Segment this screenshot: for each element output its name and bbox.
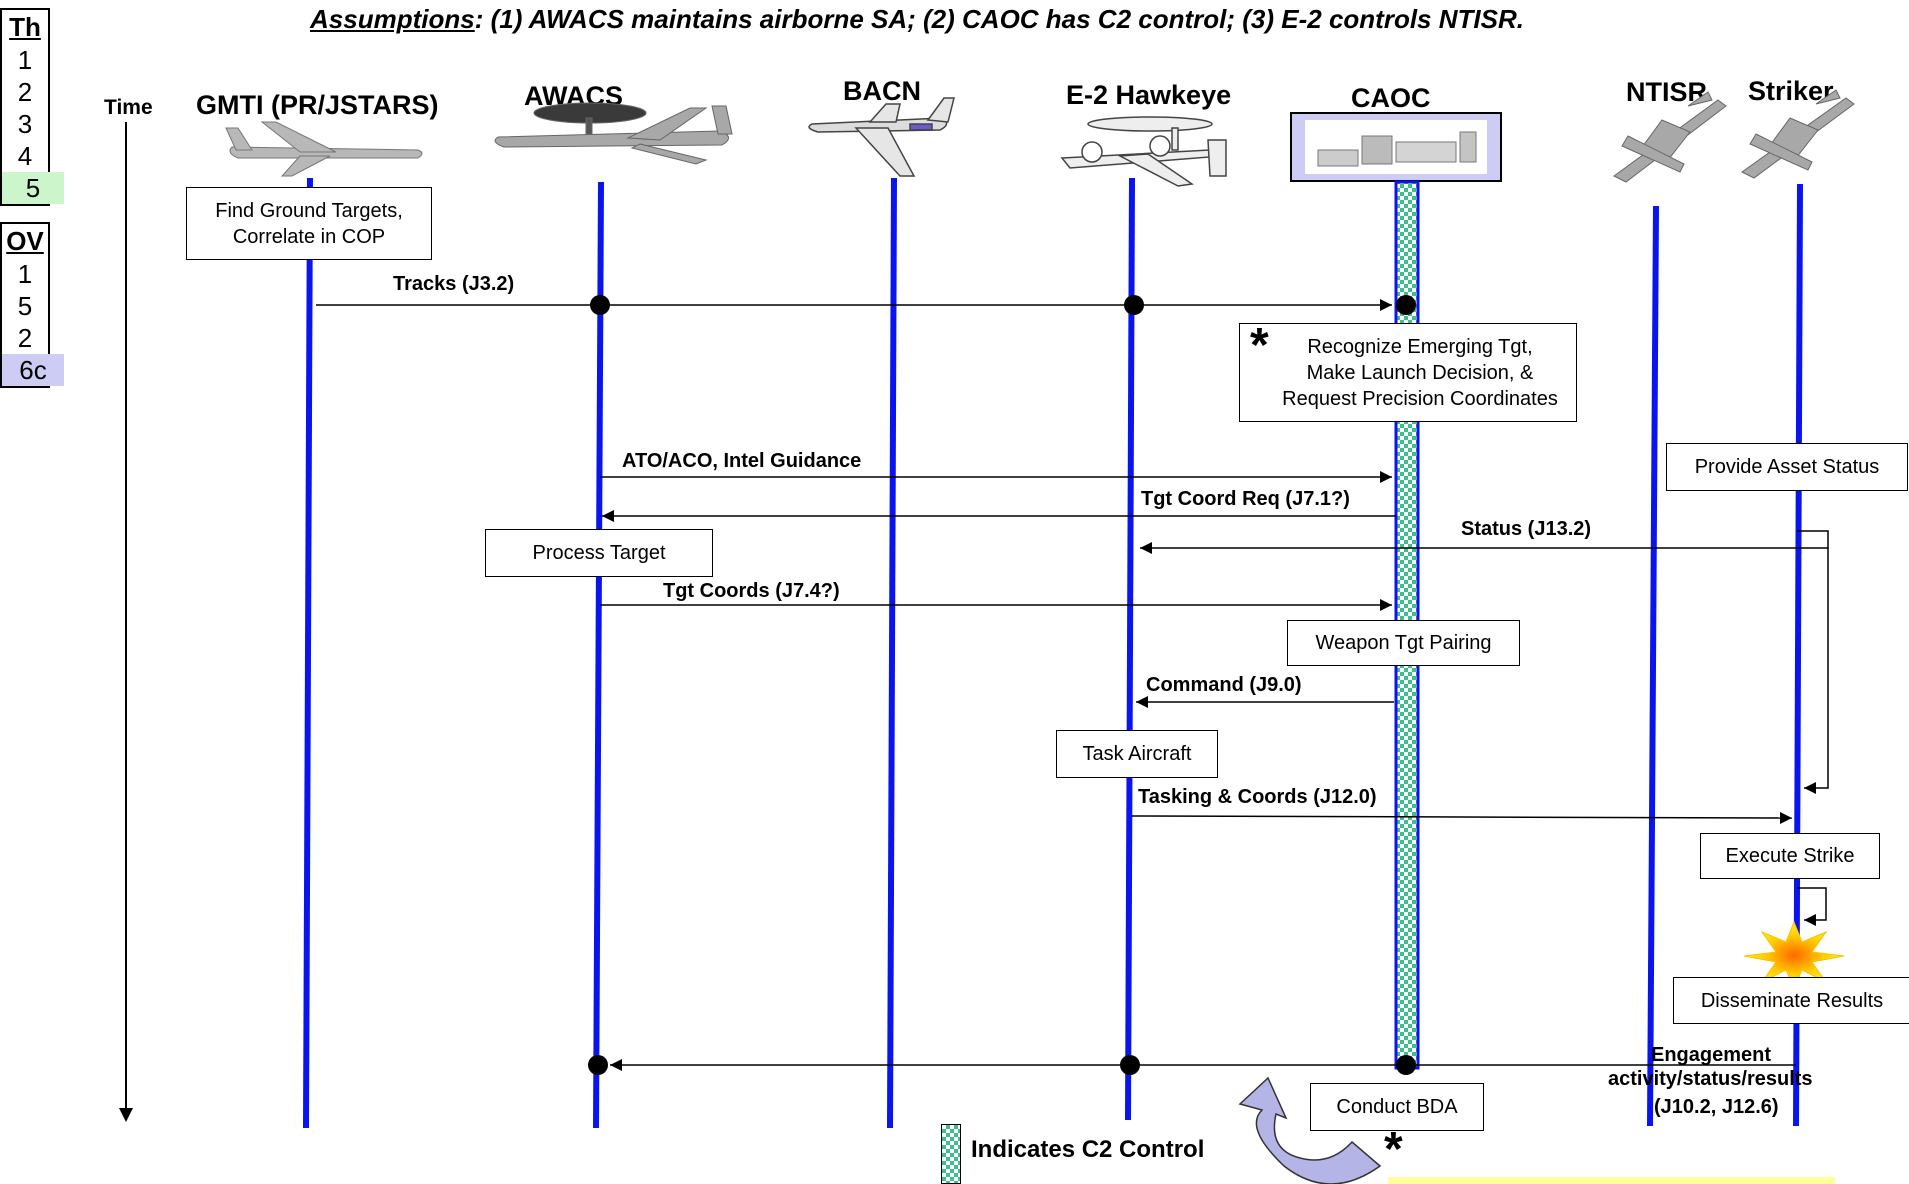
assumptions-title: Assumptions: (1) AWACS maintains airborn… xyxy=(310,4,1610,35)
process-box-weapon-pairing: Weapon Tgt Pairing xyxy=(1287,620,1520,666)
msg-label-tgt-coord-req: Tgt Coord Req (J7.1?) xyxy=(1141,488,1350,510)
th-item: 3 xyxy=(17,109,33,139)
junction-dot xyxy=(1120,1055,1140,1075)
time-axis-arrowhead xyxy=(119,1108,133,1122)
process-box-conduct-bda: Conduct BDA xyxy=(1310,1083,1484,1131)
aircraft-e2-icon xyxy=(1060,116,1227,187)
msg-label-engagement: activity/status/results xyxy=(1608,1068,1813,1090)
junction-dot xyxy=(590,295,610,315)
aircraft-bacn-icon xyxy=(808,97,955,177)
highlight-bar xyxy=(1388,1177,1835,1184)
arrow-execute-loop xyxy=(1797,887,1827,926)
msg-label-tasking: Tasking & Coords (J12.0) xyxy=(1138,786,1377,808)
lifeline-ntisr xyxy=(1647,205,1659,1127)
th-item: 4 xyxy=(17,141,33,171)
lane-label-caoc: CAOC xyxy=(1351,83,1431,113)
junction-dot xyxy=(1396,1055,1416,1075)
junction-dot xyxy=(588,1055,608,1075)
process-box-process-target: Process Target xyxy=(485,529,713,577)
fighter-jet-icon xyxy=(1741,89,1855,179)
arrow-status xyxy=(1140,530,1829,554)
lane-label-striker: Striker xyxy=(1748,76,1834,106)
lane-label-bacn: BACN xyxy=(843,76,921,106)
c2-control-swatch xyxy=(941,1124,961,1184)
msg-label-tgt-coords: Tgt Coords (J7.4?) xyxy=(663,580,840,602)
time-axis-label: Time xyxy=(104,96,153,119)
junction-dot xyxy=(1396,295,1416,315)
lane-label-e2: E-2 Hawkeye xyxy=(1066,80,1232,110)
fighter-jet-icon xyxy=(1613,91,1727,183)
msg-label-command: Command (J9.0) xyxy=(1146,674,1302,696)
msg-label-engagement: Engagement xyxy=(1651,1044,1772,1066)
msg-label-ato: ATO/ACO, Intel Guidance xyxy=(622,450,862,472)
caoc-facility-icon xyxy=(1290,112,1502,182)
process-box-disseminate: Disseminate Results xyxy=(1673,977,1909,1024)
ov-item: 2 xyxy=(17,323,33,353)
msg-label-tracks: Tracks (J3.2) xyxy=(393,273,515,295)
ov-item: 5 xyxy=(17,291,33,321)
lifeline-awacs xyxy=(593,181,604,1129)
lifeline-gmti xyxy=(303,177,313,1129)
arrow-tasking xyxy=(1131,811,1793,824)
aircraft-jstars-icon xyxy=(225,121,423,177)
lifeline-bacn xyxy=(887,177,897,1129)
ov-key-panel: OV 1 5 2 6c xyxy=(0,222,64,388)
th-item: 1 xyxy=(17,45,33,75)
msg-label-status: Status (J13.2) xyxy=(1461,518,1592,540)
th-item-highlighted: 5 xyxy=(2,172,64,204)
msg-label-engagement: (J10.2, J12.6) xyxy=(1654,1096,1779,1118)
process-box-recognize: Recognize Emerging Tgt, Make Launch Deci… xyxy=(1239,323,1577,422)
th-header: Th xyxy=(9,12,41,42)
junction-dot xyxy=(1124,295,1144,315)
legend-c2-label: Indicates C2 Control xyxy=(971,1136,1205,1163)
process-box-asset-status: Provide Asset Status xyxy=(1666,443,1908,491)
lifeline-e2 xyxy=(1125,177,1135,1121)
assumptions-label: Assumptions xyxy=(310,4,475,34)
th-key-panel: Th 1 2 3 4 5 xyxy=(0,8,64,206)
arrow-status-return xyxy=(1804,548,1829,794)
th-item: 2 xyxy=(17,77,33,107)
assumptions-text: : (1) AWACS maintains airborne SA; (2) C… xyxy=(474,4,1524,34)
asterisk-marker: * xyxy=(1384,1123,1403,1176)
ov-item: 1 xyxy=(17,259,33,289)
process-box-find-targets: Find Ground Targets, Correlate in COP xyxy=(186,187,432,260)
lane-label-gmti: GMTI (PR/JSTARS) xyxy=(196,90,439,120)
process-box-execute-strike: Execute Strike xyxy=(1700,833,1880,879)
ov-item-highlighted: 6c xyxy=(2,354,64,386)
asterisk-marker: * xyxy=(1250,319,1269,372)
process-box-task-aircraft: Task Aircraft xyxy=(1056,730,1218,778)
ov-header: OV xyxy=(6,226,44,256)
aircraft-awacs-icon xyxy=(494,102,733,165)
